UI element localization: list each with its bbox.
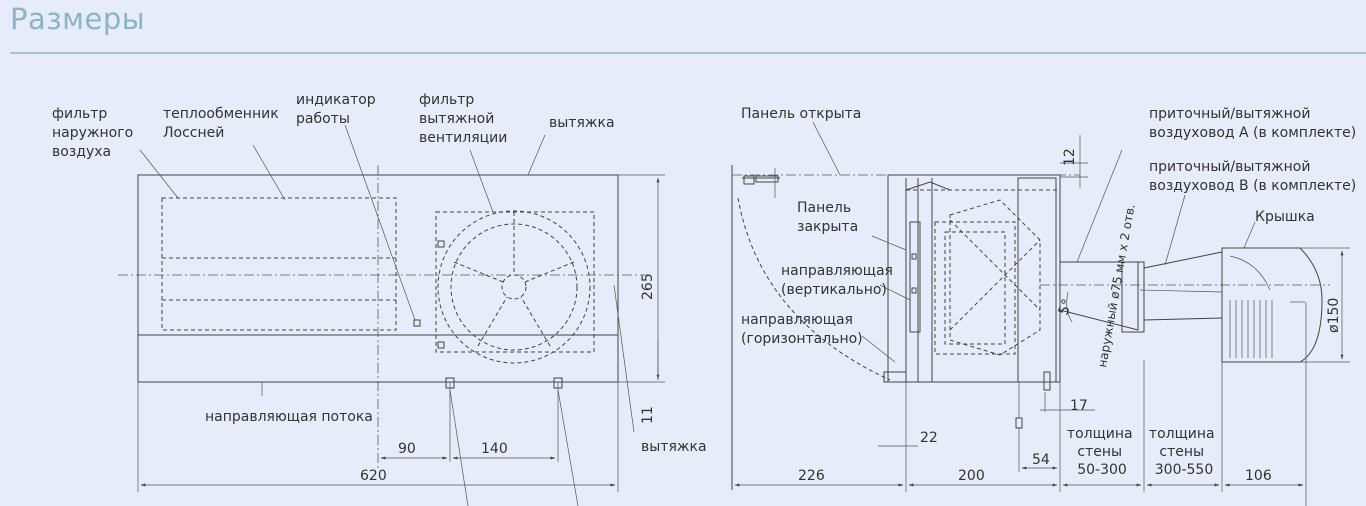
duct-a-body <box>1121 261 1145 333</box>
label-cover: Крышка <box>1255 209 1315 225</box>
label-exhaust-top: вытяжка <box>549 115 615 131</box>
title-divider <box>10 52 1366 54</box>
page-title: Размеры <box>10 2 146 36</box>
cover-louvers <box>1229 300 1273 358</box>
label-indicator: индикатор работы <box>296 92 380 127</box>
front-view: 265 11 90 140 620 фильтр наружного возду… <box>52 92 707 506</box>
label-wall-thick: толщина стены 300-550 <box>1149 426 1219 478</box>
dim-265: 265 <box>640 273 656 300</box>
cover-hood <box>1221 247 1323 363</box>
label-guide-horizontal: направляющая (горизонтально) <box>741 312 863 347</box>
heat-exchanger-outline <box>161 197 397 331</box>
label-panel-closed: Панель закрыта <box>797 200 858 235</box>
label-heat-exchanger: теплообменник Лоссней <box>163 106 283 141</box>
label-angle: 5° <box>1056 297 1076 317</box>
label-panel-open: Панель открыта <box>741 106 861 122</box>
label-duct-b: приточный/вытяжной воздуховод В (в компл… <box>1149 159 1356 194</box>
label-exhaust-filter: фильтр вытяжной вентиляции <box>419 92 507 146</box>
unit-body-side <box>887 174 1061 383</box>
side-view: 12 ø150 5° наружный ø75 мм х 2 отв. 226 … <box>731 106 1356 506</box>
label-flow-guide: направляющая потока <box>205 409 373 425</box>
fan-wheel <box>437 210 591 364</box>
fan-housing <box>435 211 595 353</box>
dim-11: 11 <box>640 406 656 424</box>
label-outer-diameter: наружный ø75 мм х 2 отв. <box>1095 203 1138 369</box>
dim-106: 106 <box>1245 468 1272 484</box>
dim-140: 140 <box>481 441 508 457</box>
dim-17: 17 <box>1070 398 1088 414</box>
label-guide-vertical: направляющая (вертикально) <box>781 263 897 298</box>
dim-54: 54 <box>1032 452 1050 468</box>
dim-200: 200 <box>958 468 985 484</box>
dim-90: 90 <box>398 441 416 457</box>
dim-12: 12 <box>1062 148 1078 166</box>
label-duct-a: приточный/вытяжной воздуховод А (в компл… <box>1149 106 1356 141</box>
label-outdoor-filter: фильтр наружного воздуха <box>52 106 138 160</box>
indicator-mark <box>413 319 421 327</box>
label-exhaust-bottom: вытяжка <box>641 439 707 455</box>
dim-226: 226 <box>798 468 825 484</box>
panel-swing-arc <box>737 197 891 381</box>
dim-150: ø150 <box>1326 298 1342 333</box>
dim-22: 22 <box>920 430 938 446</box>
dim-620: 620 <box>360 468 387 484</box>
label-wall-thin: толщина стены 50-300 <box>1067 426 1137 478</box>
